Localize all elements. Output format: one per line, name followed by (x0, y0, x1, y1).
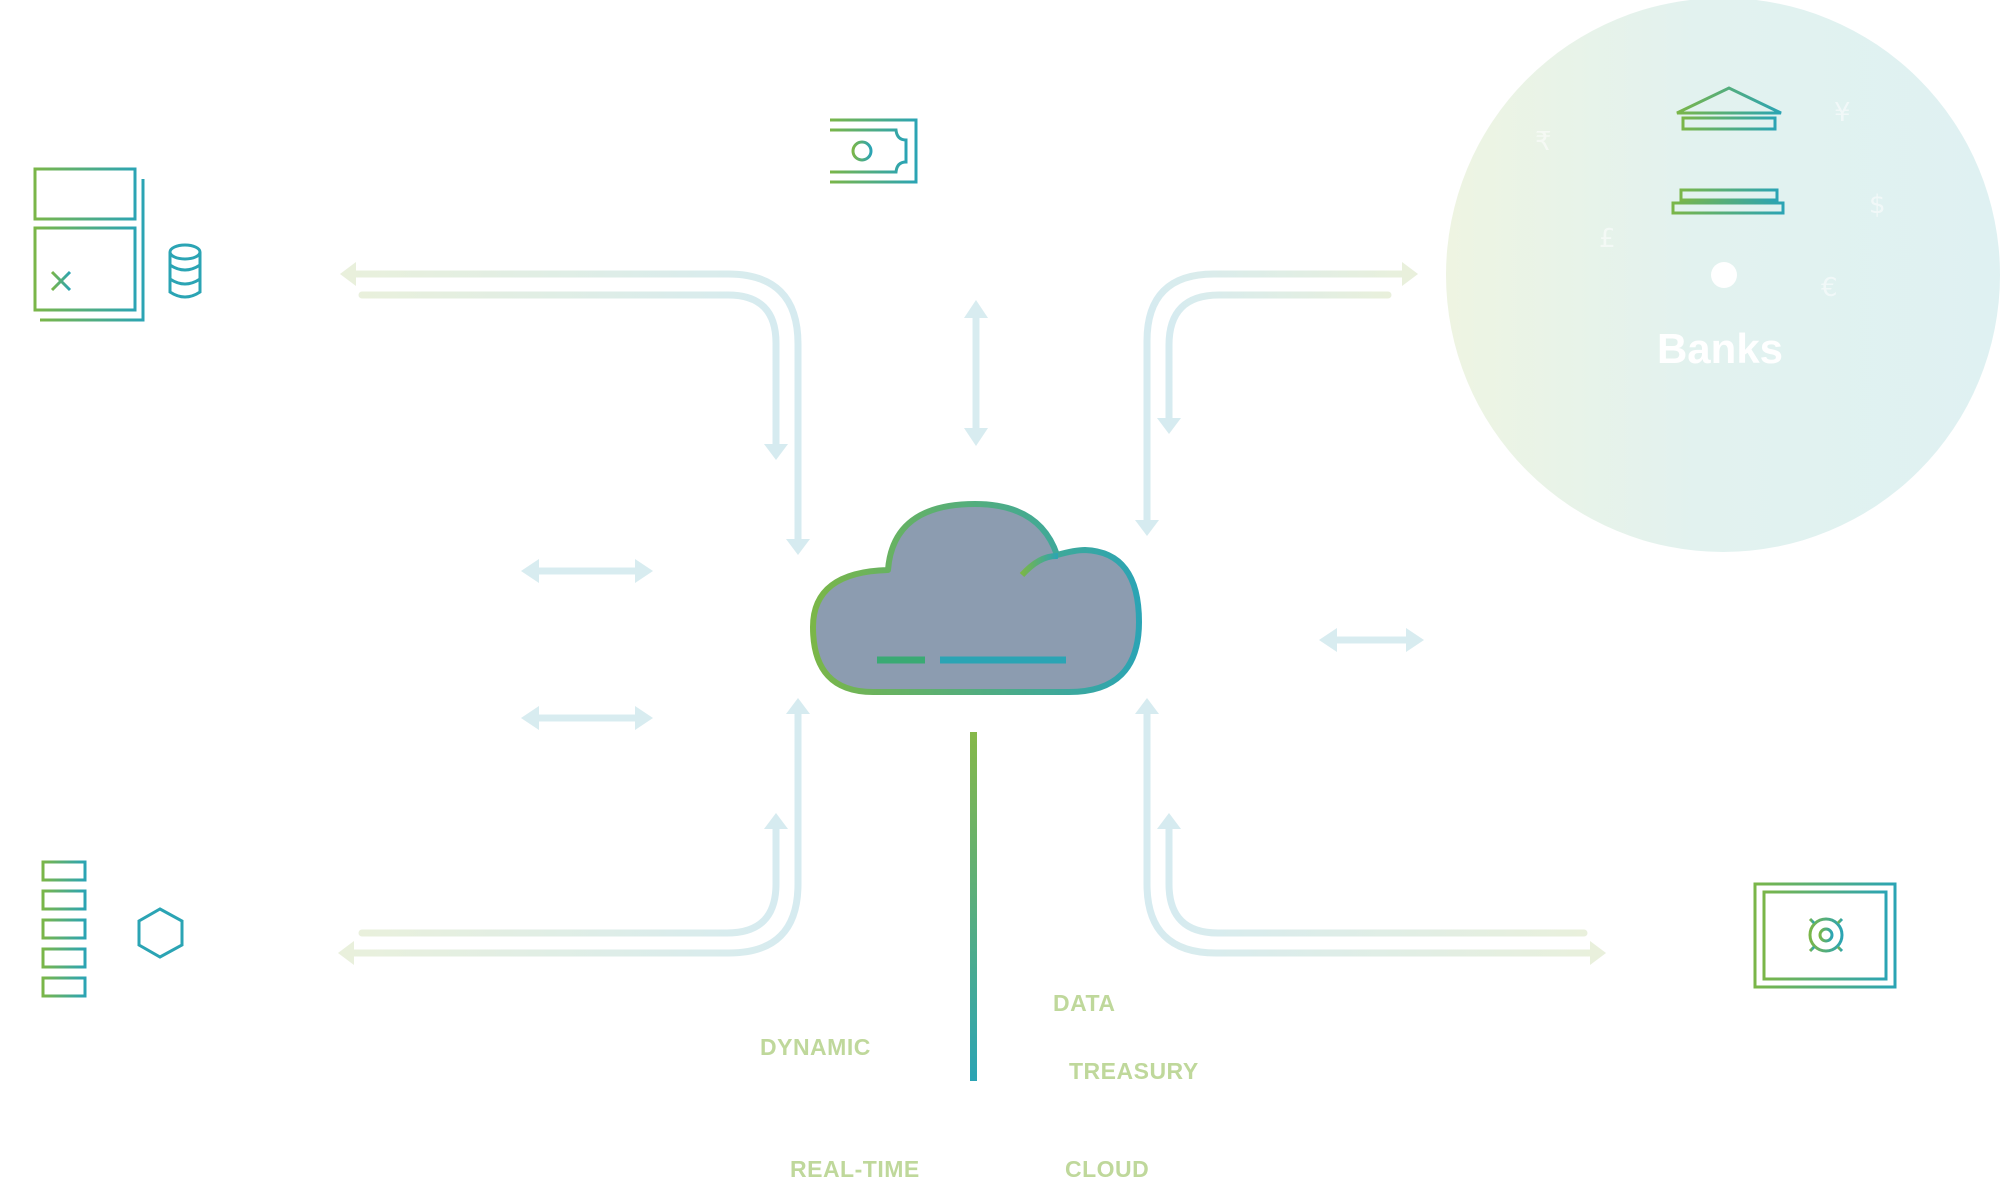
keyword-dynamic: DYNAMIC (760, 1034, 871, 1060)
keyword-treasury: TREASURY (1069, 1058, 1199, 1084)
arrow-left-lower-bidirectional (521, 706, 653, 730)
banks-label: Banks (1656, 325, 1784, 372)
coin-stack-icon (168, 243, 202, 299)
currency-pound: £ (1599, 224, 1616, 254)
arrowheads-bottom-right (1135, 698, 1606, 965)
arrow-right-bidirectional (1319, 628, 1424, 652)
vault-safe-icon (1753, 882, 1897, 1001)
currency-rupee: ₹ (1535, 127, 1552, 157)
connector-bottom-right (1143, 706, 1602, 957)
arrowheads-bottom-left (338, 698, 810, 965)
arrowheads-top-right (1135, 262, 1418, 536)
currency-euro: € (1821, 273, 1838, 303)
arrow-top-center-bidirectional (964, 300, 988, 446)
calculator-icon (33, 167, 145, 322)
ledger-rows-icon (41, 860, 126, 1004)
connector-top-left (344, 270, 802, 549)
cloud-icon (810, 501, 1142, 695)
keyword-data: DATA (1053, 990, 1116, 1016)
hexagon-icon (137, 907, 184, 959)
connector-bottom-left (341, 706, 802, 957)
bank-building-icon (1671, 86, 1785, 215)
keyword-cloud: CLOUD (1065, 1156, 1150, 1182)
banks-center-dot (1711, 262, 1737, 288)
arrowheads-top-left (340, 262, 810, 555)
cloud-trunk-line (970, 732, 977, 1081)
currency-dollar: $ (1869, 190, 1886, 220)
banknote-icon (830, 118, 918, 184)
arrow-left-upper-bidirectional (521, 559, 653, 583)
currency-yen: ¥ (1834, 98, 1851, 128)
keyword-real-time: REAL-TIME (790, 1156, 920, 1182)
connector-top-right (1143, 270, 1412, 529)
